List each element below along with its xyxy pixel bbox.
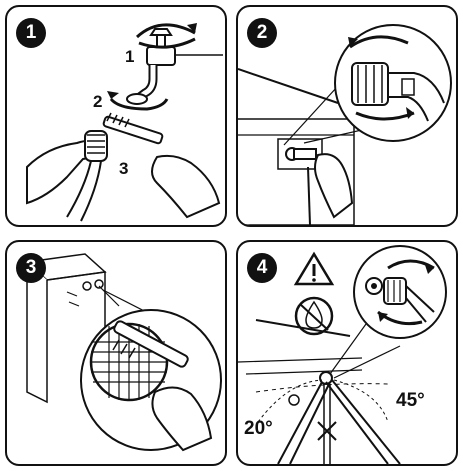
step-number-badge: 2	[247, 18, 277, 48]
panel-step-4: 4 20° 45°	[236, 240, 458, 466]
hose-connection-illustration	[238, 24, 452, 225]
step-number-badge: 3	[16, 253, 46, 283]
panel-step-3: 3	[5, 240, 227, 466]
panel-step-2: 2	[236, 5, 458, 227]
step-number-badge: 1	[16, 18, 46, 48]
step-label-turn-spout: 2	[93, 92, 103, 111]
step-number-badge: 4	[247, 253, 277, 283]
hose-angle-illustration	[238, 245, 447, 464]
angle-label-20: 20°	[244, 418, 273, 439]
step-label-unscrew-handle: 1	[125, 47, 135, 66]
filter-cleaning-illustration	[25, 253, 222, 452]
step-label-clean-filter: 3	[119, 159, 129, 178]
faucet-hose-illustration	[26, 23, 223, 222]
angle-label-45: 45°	[396, 390, 425, 411]
panel-step-1: 1 1 2 3	[5, 5, 227, 227]
